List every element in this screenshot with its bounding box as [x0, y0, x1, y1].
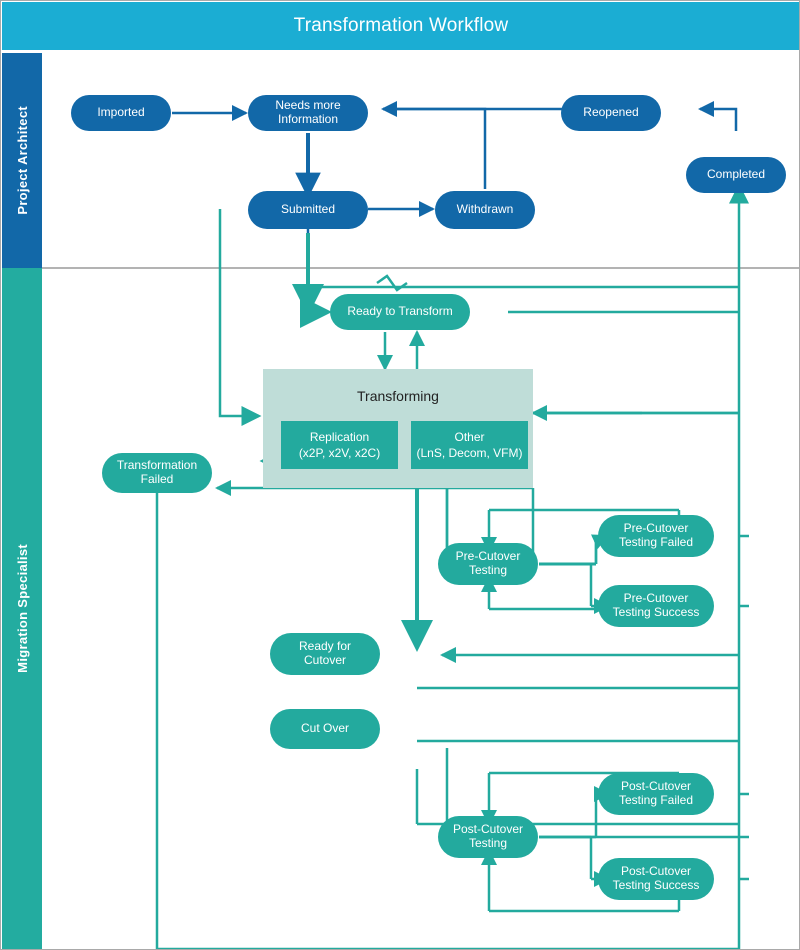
node-post-cutover-testing-success-label: Post-Cutover Testing Success: [612, 864, 700, 892]
node-ready-for-cutover-label: Ready for Cutover: [298, 639, 352, 667]
node-post-cutover-testing-label: Post-Cutover Testing: [452, 822, 524, 850]
subnode-other[interactable]: Other (LnS, Decom, VFM): [411, 421, 528, 469]
page-title: Transformation Workflow: [293, 15, 509, 36]
node-pre-cutover-testing[interactable]: Pre-Cutover Testing: [438, 543, 538, 585]
node-needs-more-information-label: Needs more Information: [275, 98, 341, 126]
node-imported-label: Imported: [97, 105, 145, 120]
node-transformation-failed[interactable]: Transformation Failed: [102, 453, 212, 493]
node-pre-cutover-testing-failed[interactable]: Pre-Cutover Testing Failed: [598, 515, 714, 557]
swimlane-project-architect: Project Architect: [2, 53, 42, 268]
node-post-cutover-testing-success[interactable]: Post-Cutover Testing Success: [598, 858, 714, 900]
node-pre-cutover-testing-success-label: Pre-Cutover Testing Success: [612, 591, 700, 619]
node-pre-cutover-testing-label: Pre-Cutover Testing: [455, 549, 521, 577]
subnode-replication-label: Replication (x2P, x2V, x2C): [298, 429, 381, 460]
subnode-other-label: Other (LnS, Decom, VFM): [416, 429, 523, 460]
node-reopened[interactable]: Reopened: [561, 95, 661, 131]
group-transforming-title: Transforming: [357, 388, 439, 404]
node-ready-to-transform[interactable]: Ready to Transform: [330, 294, 470, 330]
swimlane-label-project-architect: Project Architect: [14, 106, 30, 215]
node-imported[interactable]: Imported: [71, 95, 171, 131]
node-cut-over-label: Cut Over: [300, 721, 349, 736]
group-transforming: Transforming Replication (x2P, x2V, x2C)…: [263, 369, 533, 488]
node-ready-for-cutover[interactable]: Ready for Cutover: [270, 633, 380, 675]
node-needs-more-information[interactable]: Needs more Information: [248, 95, 368, 131]
node-submitted-label: Submitted: [280, 202, 336, 217]
node-cut-over[interactable]: Cut Over: [270, 709, 380, 749]
node-post-cutover-testing-failed-label: Post-Cutover Testing Failed: [618, 779, 694, 807]
diagram-header: Transformation Workflow: [2, 2, 799, 50]
node-ready-to-transform-label: Ready to Transform: [347, 304, 453, 319]
subnode-replication[interactable]: Replication (x2P, x2V, x2C): [281, 421, 398, 469]
swimlane-migration-specialist: Migration Specialist: [2, 268, 42, 949]
node-pre-cutover-testing-success[interactable]: Pre-Cutover Testing Success: [598, 585, 714, 627]
diagram-canvas: Imported Needs more Information Reopened…: [42, 51, 799, 949]
node-submitted[interactable]: Submitted: [248, 191, 368, 229]
node-withdrawn[interactable]: Withdrawn: [435, 191, 535, 229]
node-completed[interactable]: Completed: [686, 157, 786, 193]
node-completed-label: Completed: [706, 167, 766, 182]
node-reopened-label: Reopened: [583, 105, 639, 120]
swimlane-divider: [42, 267, 799, 269]
swimlane-label-migration-specialist: Migration Specialist: [14, 544, 30, 673]
node-withdrawn-label: Withdrawn: [456, 202, 514, 217]
node-post-cutover-testing[interactable]: Post-Cutover Testing: [438, 816, 538, 858]
node-post-cutover-testing-failed[interactable]: Post-Cutover Testing Failed: [598, 773, 714, 815]
node-pre-cutover-testing-failed-label: Pre-Cutover Testing Failed: [618, 521, 694, 549]
node-transformation-failed-label: Transformation Failed: [116, 458, 198, 486]
